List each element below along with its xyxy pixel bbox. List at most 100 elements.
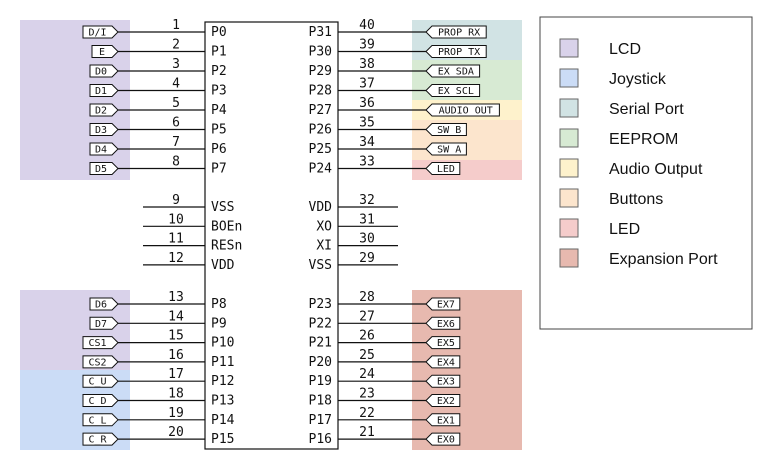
pin-number: 23 (359, 387, 375, 402)
pin-name: P21 (309, 336, 332, 351)
legend-item-eeprom: EEPROM (559, 128, 678, 148)
legend-label: LED (609, 221, 640, 238)
net-flag (89, 142, 119, 156)
pin-number: 36 (359, 96, 375, 111)
legend-swatch (559, 68, 579, 88)
pin-name: RESn (211, 239, 242, 254)
net-label: C_L (88, 415, 106, 426)
pin-number: 34 (359, 135, 375, 150)
net-flag (89, 103, 119, 117)
pin-name: P15 (211, 432, 234, 447)
pin-number: 37 (359, 77, 375, 92)
net-flag (425, 162, 461, 175)
pin-name: P23 (309, 297, 332, 312)
net-label: E (99, 47, 105, 58)
legend-label: Audio Output (609, 161, 703, 178)
pin-name: P2 (211, 64, 227, 79)
legend-item-audio: Audio Output (559, 158, 703, 178)
net-label: EX4 (437, 357, 455, 368)
net-flag (82, 394, 119, 407)
legend-item-led: LED (559, 218, 640, 238)
net-label: D3 (95, 125, 107, 136)
net-flag (89, 162, 119, 175)
legend-item-lcd: LCD (559, 38, 641, 58)
net-flag (89, 123, 119, 136)
pin-name: P22 (309, 316, 332, 331)
legend-label: Expansion Port (609, 251, 718, 268)
pin-number: 2 (172, 38, 180, 53)
legend-label: LCD (609, 41, 641, 58)
pin-number: 33 (359, 155, 375, 170)
net-flag (425, 297, 461, 311)
net-flag (89, 316, 119, 330)
legend-item-buttons: Buttons (559, 188, 663, 208)
pin-number: 22 (359, 406, 375, 421)
legend-item-joystick: Joystick (559, 68, 667, 88)
pin-number: 26 (359, 329, 375, 344)
pin-number: 30 (359, 232, 375, 247)
legend-item-expansion: Expansion Port (559, 248, 718, 268)
net-flag (425, 45, 487, 58)
net-flag (89, 64, 119, 78)
pin-row-29: 29 VSS (309, 251, 398, 273)
net-label: LED (437, 164, 455, 175)
pin-name: BOEn (211, 219, 242, 234)
pin-number: 28 (359, 290, 375, 305)
pin-number: 35 (359, 116, 375, 131)
net-flag (425, 25, 487, 39)
pin-name: P26 (309, 123, 332, 138)
pin-name: VSS (211, 200, 234, 215)
net-label: D0 (95, 67, 107, 78)
legend-label: Buttons (609, 191, 663, 208)
net-flag (425, 355, 461, 369)
pin-number: 5 (172, 96, 180, 111)
legend-swatch (559, 188, 579, 208)
pin-number: 16 (168, 348, 184, 363)
chip-body (204, 21, 339, 450)
pin-row-11: 11 RESn (143, 232, 242, 254)
pin-name: P25 (309, 142, 332, 157)
pin-number: 29 (359, 251, 375, 266)
net-label: PROP_TX (438, 47, 480, 58)
pin-number: 17 (168, 367, 184, 382)
pin-name: P13 (211, 394, 234, 409)
legend-swatch (559, 128, 579, 148)
pin-name: VSS (309, 258, 332, 273)
pin-number: 7 (172, 135, 180, 150)
net-label: EX_SCL (438, 86, 474, 97)
pin-name: XO (316, 219, 332, 234)
net-flag (91, 45, 119, 58)
pin-name: P9 (211, 316, 227, 331)
pin-number: 4 (172, 77, 180, 92)
net-label: EX1 (437, 415, 455, 426)
pin-name: P11 (211, 355, 234, 370)
pin-name: P1 (211, 45, 227, 60)
pin-number: 11 (168, 232, 184, 247)
pin-number: 19 (168, 406, 184, 421)
legend-swatch (559, 98, 579, 118)
legend-item-serial: Serial Port (559, 98, 684, 118)
pin-number: 40 (359, 18, 375, 33)
legend-swatch (559, 38, 579, 58)
region-buttons (412, 120, 522, 160)
net-label: C_R (88, 435, 107, 446)
net-flag (425, 432, 461, 446)
pin-name: P5 (211, 123, 227, 138)
pin-number: 25 (359, 348, 375, 363)
legend-label: Joystick (609, 71, 667, 88)
pin-name: VDD (309, 200, 333, 215)
